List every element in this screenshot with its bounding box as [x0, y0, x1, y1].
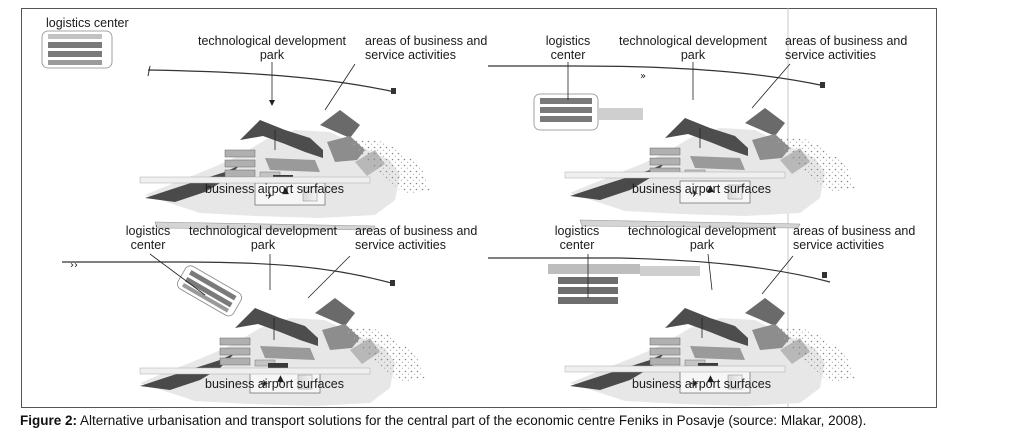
legend-label: logistics center	[46, 16, 129, 30]
panel-4	[488, 253, 856, 410]
figure-drawing: ✈ ▲ »	[21, 8, 937, 410]
p4-tech-park-line2: park	[690, 238, 715, 252]
p3-logistics-line1: logistics	[126, 224, 170, 238]
panel-3: ››	[62, 253, 426, 410]
p4-airport-label: business airport surfaces	[632, 377, 771, 391]
p1-airport-label: business airport surfaces	[205, 182, 344, 196]
figure-caption: Figure 2: Alternative urbanisation and t…	[20, 413, 1000, 428]
p2-business-line2: service activities	[785, 48, 876, 62]
p2-tech-park-line2: park	[681, 48, 706, 62]
p4-business-line1: areas of business and	[793, 224, 915, 238]
p3-logistics-line2: center	[131, 238, 166, 252]
p3-tech-park-line1: technological development	[189, 224, 338, 238]
legend	[41, 30, 113, 69]
p2-tech-park-line1: technological development	[619, 34, 768, 48]
p3-airport-label: business airport surfaces	[205, 377, 344, 391]
p1-business-line2: service activities	[365, 48, 456, 62]
caption-text: Alternative urbanisation and transport s…	[77, 413, 867, 428]
p1-tech-park-line1: technological development	[198, 34, 347, 48]
p4-business-line2: service activities	[793, 238, 884, 252]
p3-business-line2: service activities	[355, 238, 446, 252]
p3-tech-park-line2: park	[251, 238, 276, 252]
p4-tech-park-line1: technological development	[628, 224, 777, 238]
p1-business-line1: areas of business and	[365, 34, 487, 48]
svg-text:»: »	[640, 71, 646, 82]
p4-logistics-line2: center	[560, 238, 595, 252]
figure-border	[21, 8, 937, 408]
panel-2: »	[488, 62, 856, 229]
svg-text:››: ››	[70, 260, 78, 271]
p1-tech-park-line2: park	[260, 48, 285, 62]
p3-business-line1: areas of business and	[355, 224, 477, 238]
p4-logistics-line1: logistics	[555, 224, 599, 238]
p2-logistics-line2: center	[551, 48, 586, 62]
p2-airport-label: business airport surfaces	[632, 182, 771, 196]
p2-business-line1: areas of business and	[785, 34, 907, 48]
p2-logistics-line1: logistics	[546, 34, 590, 48]
panel-1	[139, 62, 431, 231]
caption-prefix: Figure 2:	[20, 413, 78, 428]
